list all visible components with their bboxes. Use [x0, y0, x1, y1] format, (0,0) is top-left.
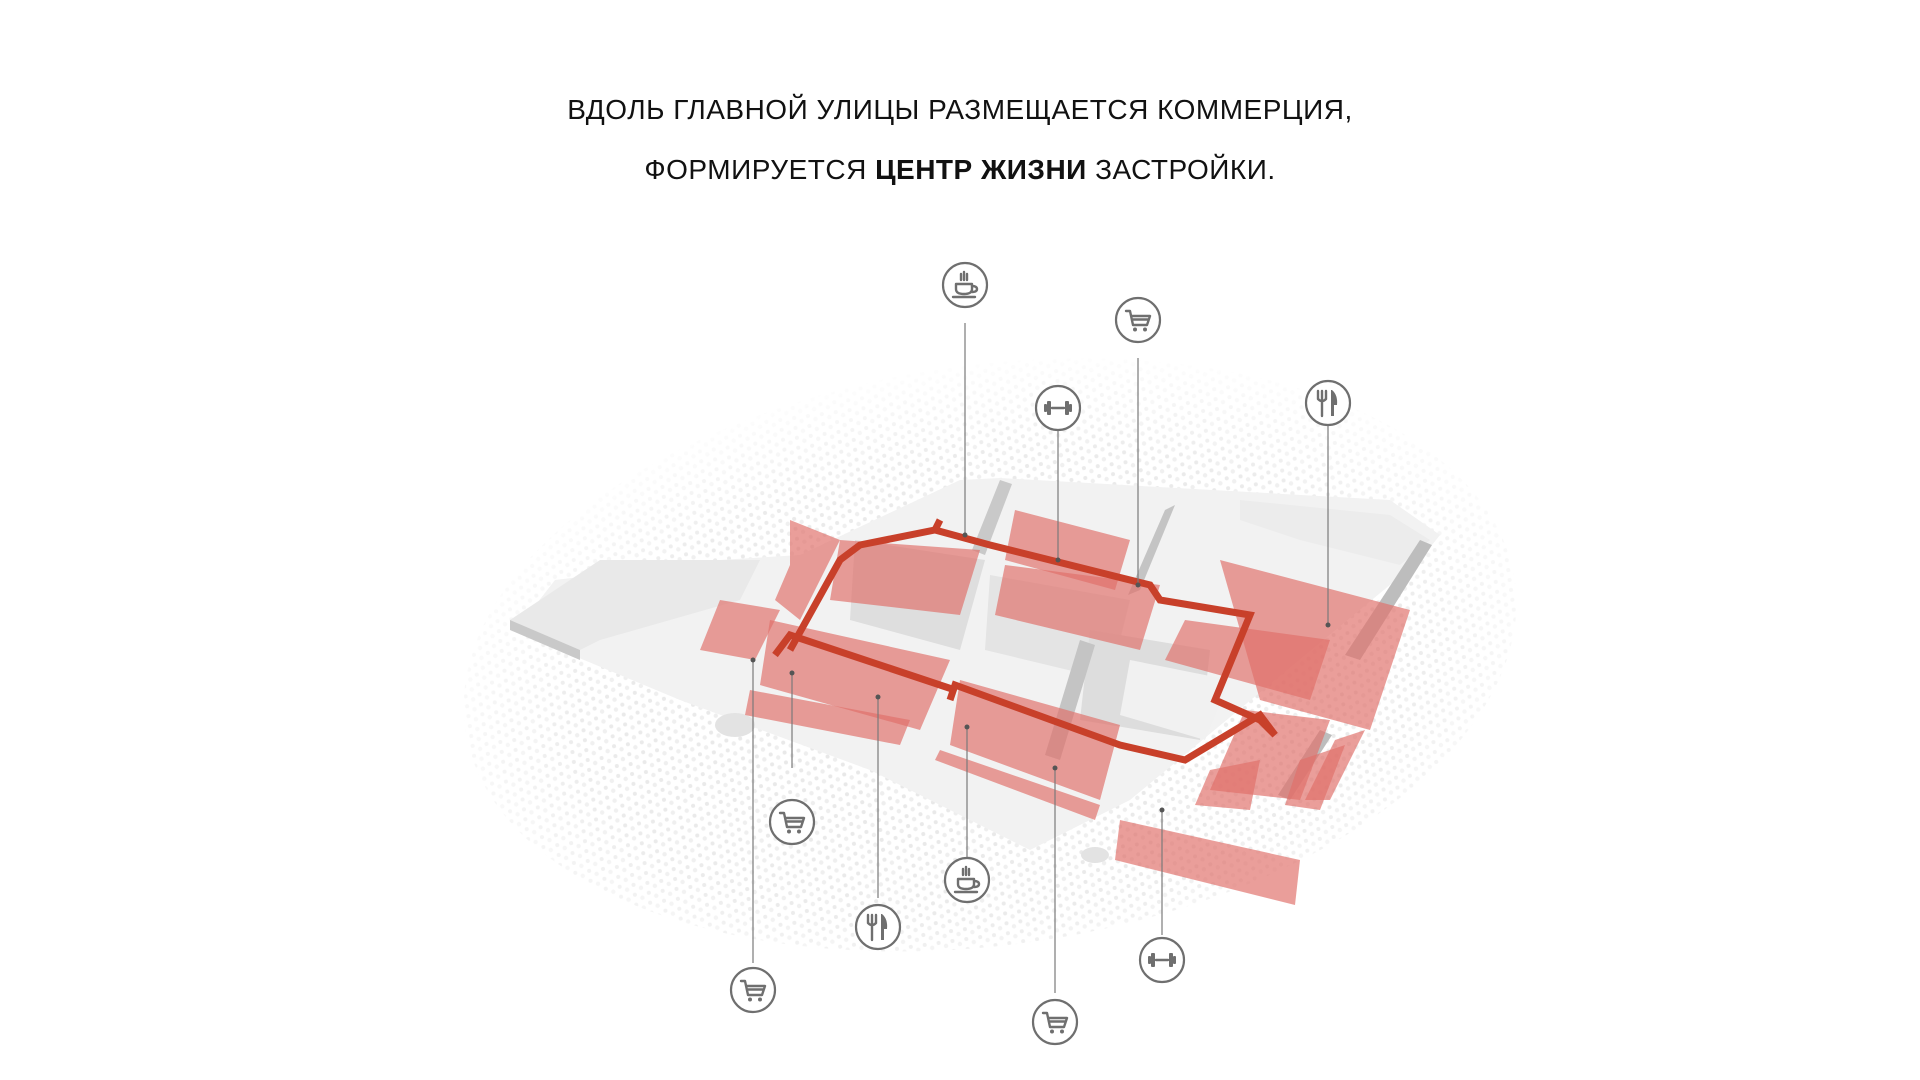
site-base: [510, 478, 1440, 863]
shopping-cart-icon: [729, 966, 777, 1014]
header-line-2: ФОРМИРУЕТСЯ ЦЕНТР ЖИЗНИ ЗАСТРОЙКИ.: [0, 140, 1920, 200]
shopping-cart-icon: [1114, 296, 1162, 344]
restaurant-icon: [854, 903, 902, 951]
gym-icon: [1034, 384, 1082, 432]
commerce-zones: [700, 510, 1410, 905]
header-highlight: ЦЕНТР ЖИЗНИ: [875, 154, 1087, 185]
shopping-cart-icon: [768, 798, 816, 846]
leader-lines: [752, 323, 1329, 993]
cafe-icon: [941, 261, 989, 309]
main-street-ribbon: [772, 518, 1278, 764]
leader-dots: [750, 532, 1331, 813]
amenity-icons: [729, 261, 1352, 1046]
header-line-2-end: ЗАСТРОЙКИ.: [1086, 154, 1276, 185]
shopping-cart-icon: [1031, 998, 1079, 1046]
header-text: ВДОЛЬ ГЛАВНОЙ УЛИЦЫ РАЗМЕЩАЕТСЯ КОММЕРЦИ…: [0, 80, 1920, 200]
header-line-2-start: ФОРМИРУЕТСЯ: [644, 154, 876, 185]
cafe-icon: [943, 856, 991, 904]
header-line-1: ВДОЛЬ ГЛАВНОЙ УЛИЦЫ РАЗМЕЩАЕТСЯ КОММЕРЦИ…: [567, 94, 1353, 125]
gym-icon: [1138, 936, 1186, 984]
restaurant-icon: [1304, 379, 1352, 427]
